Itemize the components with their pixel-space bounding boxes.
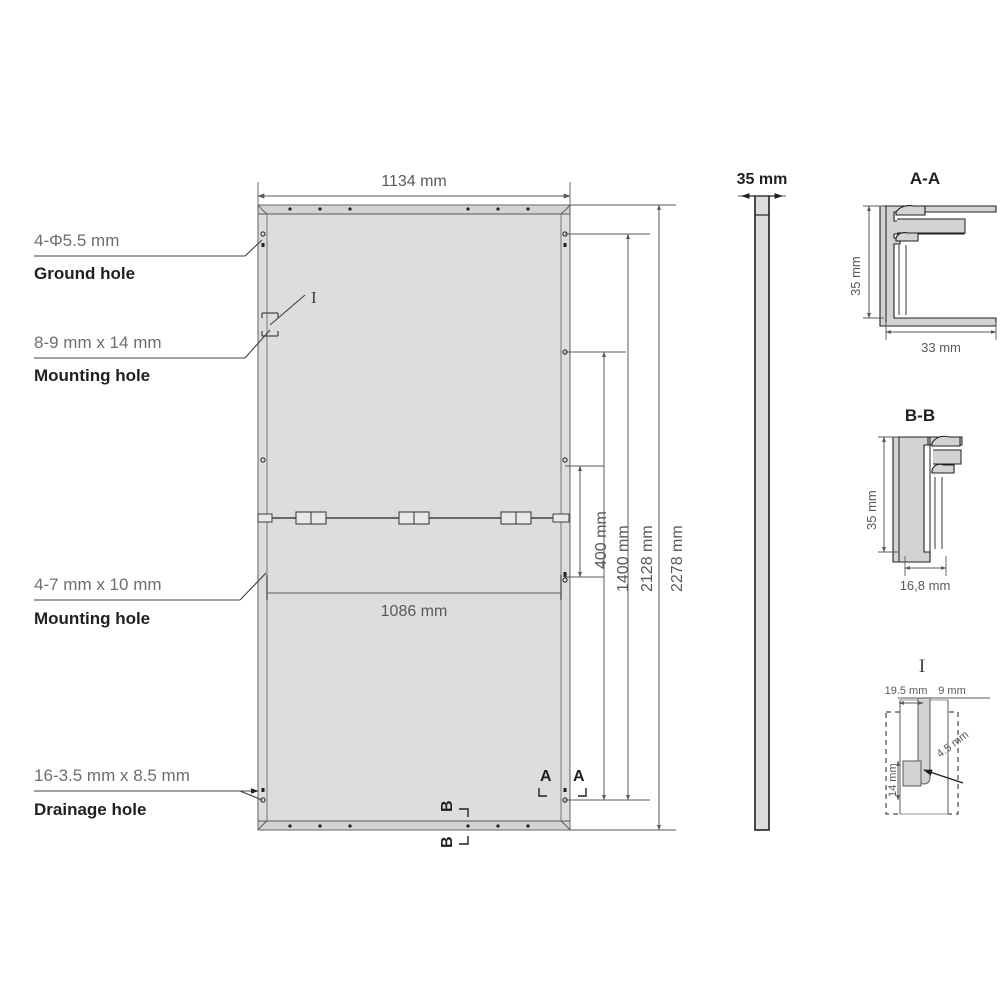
- bottom-rail-holes: [288, 824, 530, 828]
- callout-drainage-hole-spec: 16-3.5 mm x 8.5 mm: [34, 766, 190, 785]
- section-bb-width-label: 16,8 mm: [900, 578, 951, 593]
- detail-i-title: I: [919, 656, 925, 677]
- detail-i-dim-9-label: 9 mm: [938, 685, 966, 697]
- right-rail-holes: [562, 231, 568, 803]
- section-bb-clip: [931, 435, 961, 447]
- callout-mounting-hole-9x14: 8-9 mm x 14 mm Mounting hole: [34, 329, 271, 385]
- callout-drainage-hole-name: Drainage hole: [34, 800, 146, 819]
- callout-ground-hole-spec: 4-Φ5.5 mm: [34, 231, 119, 250]
- detail-i-dim-195-label: 19.5 mm: [885, 685, 928, 697]
- panel-top-rail: [257, 204, 571, 215]
- section-aa-height-label: 35 mm: [848, 256, 863, 296]
- dimension-inner-width-1086: 1086 mm: [266, 575, 562, 620]
- callout-mounting-hole-9x14-spec: 8-9 mm x 14 mm: [34, 333, 162, 352]
- dimension-2278-label: 2278 mm: [669, 525, 686, 592]
- section-mark-a-right-label: A: [573, 768, 585, 785]
- detail-i-dim-45-leader: [923, 769, 964, 784]
- section-bb-glass-slot: [933, 449, 962, 465]
- section-mark-b-lower: B: [439, 836, 469, 848]
- junction-box-row: [257, 511, 570, 525]
- section-aa-lower-lip: [895, 232, 919, 242]
- dimension-2278: 2278 mm: [570, 204, 686, 831]
- dimension-2128-label: 2128 mm: [639, 525, 656, 592]
- detail-i-marker-label: I: [311, 288, 317, 307]
- section-aa-width-dim: 33 mm: [885, 322, 997, 355]
- callout-mounting-hole-7x10-name: Mounting hole: [34, 609, 150, 628]
- section-aa-width-label: 33 mm: [921, 340, 961, 355]
- section-aa-glass-slot: [897, 218, 966, 234]
- callout-mounting-hole-7x10: 4-7 mm x 10 mm Mounting hole: [34, 572, 267, 628]
- dimension-1400-label: 1400 mm: [615, 525, 632, 592]
- section-aa-height-dim: 35 mm: [848, 205, 884, 319]
- section-bb-lower-lip: [931, 463, 955, 474]
- callout-drainage-hole: 16-3.5 mm x 8.5 mm Drainage hole: [34, 766, 263, 819]
- mounting-hole-marker-left: [261, 312, 279, 337]
- front-view: 1134 mm 1086 mm 400 mm 1400 mm 2128 mm: [257, 173, 686, 848]
- panel-bottom-rail: [257, 820, 571, 831]
- side-view-thickness-label: 35 mm: [737, 171, 788, 188]
- corner-chamfer-tl: [257, 204, 268, 215]
- corner-chamfer-tr: [560, 204, 571, 215]
- side-view: 35 mm: [737, 171, 788, 831]
- dimension-2128: 2128 mm: [565, 233, 656, 801]
- callout-ground-hole-name: Ground hole: [34, 264, 135, 283]
- section-mark-a-left-label: A: [540, 768, 552, 785]
- dimension-400-label: 400 mm: [593, 511, 610, 569]
- section-mark-a-right: A: [573, 768, 587, 797]
- dimension-width-1134: 1134 mm: [257, 173, 571, 212]
- detail-i-block: [902, 760, 922, 787]
- dimension-width-label: 1134 mm: [381, 173, 447, 190]
- side-view-body: [754, 195, 770, 831]
- section-mark-b-lower-label: B: [439, 836, 456, 848]
- section-aa-title: A-A: [910, 169, 940, 188]
- section-bb-height-dim: 35 mm: [864, 436, 898, 553]
- section-bb-width-dim: 16,8 mm: [900, 556, 951, 593]
- callout-mounting-hole-7x10-spec: 4-7 mm x 10 mm: [34, 575, 162, 594]
- callout-mounting-hole-9x14-name: Mounting hole: [34, 366, 150, 385]
- section-aa: A-A 35 mm 33 mm: [848, 169, 997, 355]
- corner-chamfer-br: [560, 820, 571, 831]
- section-mark-b-upper: B: [439, 800, 469, 817]
- dimension-inner-width-label: 1086 mm: [381, 603, 448, 620]
- callout-ground-hole: 4-Φ5.5 mm Ground hole: [34, 231, 263, 283]
- section-mark-a-left: A: [538, 768, 552, 797]
- corner-chamfer-bl: [257, 820, 268, 831]
- section-aa-clip: [895, 205, 926, 216]
- top-rail-holes: [288, 207, 530, 211]
- section-bb: B-B 35 mm 16,8 mm: [864, 406, 963, 593]
- section-bb-title: B-B: [905, 406, 935, 425]
- detail-i-dim-14-label: 14 mm: [887, 763, 899, 797]
- section-bb-height-label: 35 mm: [864, 490, 879, 530]
- detail-i-marker: I: [269, 288, 317, 326]
- section-mark-b-upper-label: B: [439, 800, 456, 812]
- detail-i: I 19.5 mm 9 mm 14 mm 4.5 mm: [885, 656, 990, 815]
